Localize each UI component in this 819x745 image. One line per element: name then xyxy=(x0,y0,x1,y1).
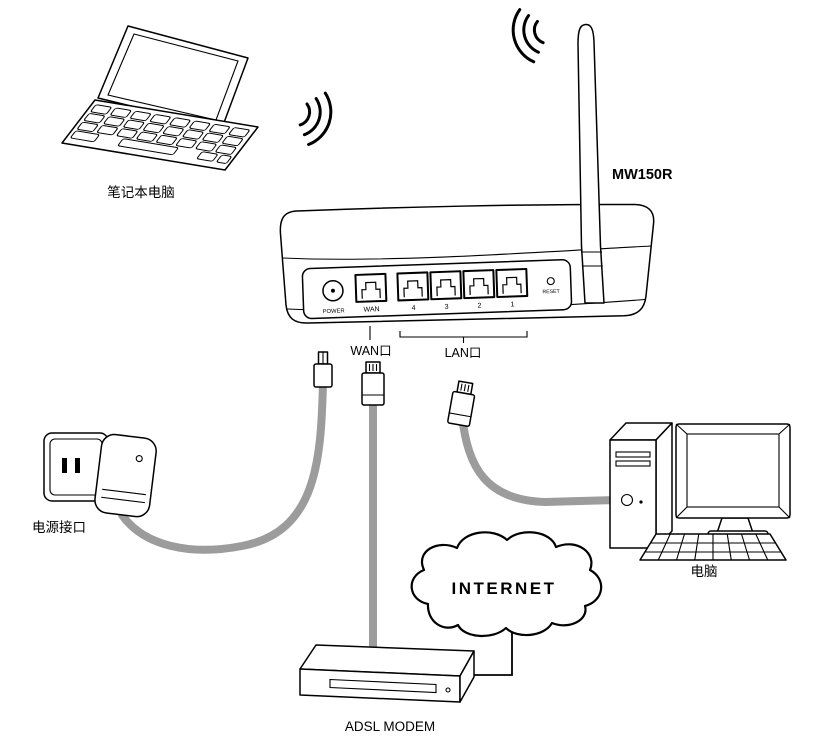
modem-label: ADSL MODEM xyxy=(345,719,435,734)
lan-port-1 xyxy=(495,267,529,299)
power-jack-pin xyxy=(330,288,335,293)
wifi-waves-antenna-icon xyxy=(511,8,545,64)
lan-port-3-label: 3 xyxy=(445,304,449,311)
router-antenna xyxy=(577,23,605,304)
desktop-keyboard xyxy=(639,533,787,561)
internet-cloud: INTERNET xyxy=(410,531,603,637)
lan-port-3-pins xyxy=(436,279,456,297)
power-adapter xyxy=(94,433,157,518)
modem-internet-line xyxy=(468,628,513,676)
tower-power-button xyxy=(620,493,634,507)
power-plug-connector xyxy=(313,351,333,388)
modem-led xyxy=(445,687,451,693)
outlet-slot-right xyxy=(75,458,80,473)
router-port-panel: POWER WAN 4 3 2 1 RESET xyxy=(301,258,573,320)
tower-led xyxy=(639,500,643,504)
monitor-bevel-lines xyxy=(675,423,791,519)
router-top-fold-line xyxy=(282,245,652,260)
reset-label: RESET xyxy=(542,289,560,296)
lan-port-3 xyxy=(429,270,463,301)
lan-callout-label: LAN口 xyxy=(445,346,482,360)
wifi-waves-laptop-icon xyxy=(298,91,333,146)
tower-drive-slot-1 xyxy=(615,451,651,458)
modem-vent-slot xyxy=(329,678,437,694)
port-callouts: WAN口 LAN口 xyxy=(350,326,528,360)
wan-port-text: WAN xyxy=(363,306,379,314)
lan-port-2-label: 2 xyxy=(478,303,482,310)
power-cable xyxy=(118,379,327,554)
router-model-label: MW150R xyxy=(612,167,673,183)
lan-port-1-pins xyxy=(502,276,522,294)
lan-port-4-label: 4 xyxy=(412,305,416,312)
monitor-screen xyxy=(686,433,780,508)
lan-port-4-pins xyxy=(403,280,423,298)
lan-port-2 xyxy=(462,269,496,300)
wan-cable-connector xyxy=(361,361,385,406)
lan-port-4 xyxy=(396,271,430,302)
desktop-computer: 电脑 xyxy=(609,422,791,579)
reset-button xyxy=(546,277,555,286)
tower-drive-slot-2 xyxy=(615,460,651,467)
wan-callout-label: WAN口 xyxy=(350,344,391,358)
lan-cable-connector xyxy=(447,380,476,428)
adapter-led xyxy=(135,455,143,463)
power-outlet-label: 电源接口 xyxy=(32,519,86,535)
lan-callout-bracket xyxy=(399,331,528,343)
monitor-bezel xyxy=(675,423,791,519)
power-jack-label: POWER xyxy=(323,308,345,315)
laptop-label: 笔记本电脑 xyxy=(107,185,175,200)
modem-side xyxy=(459,650,475,703)
tower-side xyxy=(655,422,673,549)
computer-label: 电脑 xyxy=(691,564,718,579)
power-outlet: 电源接口 xyxy=(32,432,157,535)
internet-label: INTERNET xyxy=(452,579,557,598)
tower-front xyxy=(609,439,657,549)
lan-port-1-label: 1 xyxy=(510,301,514,308)
lan-port-2-pins xyxy=(469,277,489,295)
cloud-outline xyxy=(410,531,603,637)
adsl-modem: ADSL MODEM xyxy=(299,644,475,734)
lan-cable xyxy=(458,412,620,507)
laptop-keyboard xyxy=(70,104,250,164)
laptop: 笔记本电脑 xyxy=(61,25,259,200)
wan-port-pins xyxy=(361,281,381,299)
wan-port-jack xyxy=(354,272,388,303)
outlet-slot-left xyxy=(62,458,67,473)
